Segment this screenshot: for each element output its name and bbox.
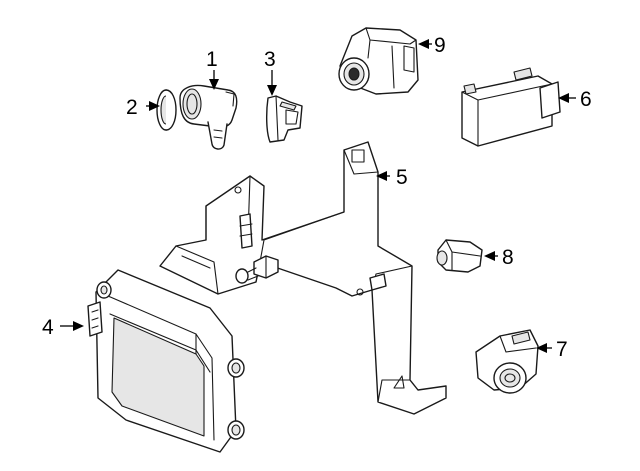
arrow-icon: [73, 321, 84, 331]
part-6-control-module: [461, 67, 561, 147]
arrow-icon: [209, 79, 219, 90]
callout-9: 9: [418, 34, 446, 57]
callout-7: 7: [536, 338, 568, 361]
callout-label-8: 8: [502, 246, 514, 269]
callout-2: 2: [126, 96, 160, 119]
callout-label-9: 9: [434, 34, 446, 57]
arrow-icon: [267, 85, 277, 96]
part-8-small-sensor: [436, 239, 483, 273]
callout-label-7: 7: [556, 338, 568, 361]
callout-label-2: 2: [126, 96, 138, 119]
part-3-sensor-bracket: [265, 95, 303, 143]
callout-label-3: 3: [264, 48, 276, 71]
arrow-icon: [536, 343, 547, 353]
part-5-mounting-bracket: [159, 141, 447, 415]
callout-label-4: 4: [42, 316, 54, 339]
part-1-parking-sensor: [179, 84, 238, 150]
part-9-camera: [338, 27, 419, 95]
part-2-seal-ring: [156, 89, 177, 131]
callout-8: 8: [484, 246, 514, 269]
callout-label-1: 1: [206, 48, 218, 71]
part-7-parking-sensor: [475, 329, 539, 394]
callout-5: 5: [376, 166, 408, 189]
callout-4: 4: [42, 316, 84, 339]
callout-3: 3: [264, 48, 277, 96]
callout-1: 1: [206, 48, 219, 90]
callout-label-5: 5: [396, 166, 408, 189]
arrow-icon: [376, 171, 387, 181]
arrow-icon: [418, 39, 429, 49]
callout-6: 6: [558, 88, 592, 111]
part-4-radar-module: [87, 269, 245, 453]
arrow-icon: [149, 101, 160, 111]
arrow-icon: [484, 251, 495, 261]
arrow-icon: [558, 93, 569, 103]
callout-label-6: 6: [580, 88, 592, 111]
